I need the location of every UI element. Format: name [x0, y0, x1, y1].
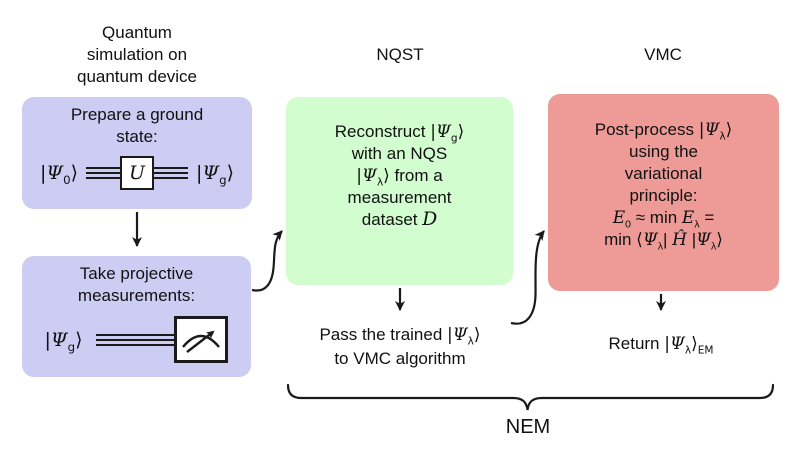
postprocess-line3: variational [624, 164, 703, 183]
postprocess-line4: principle: [629, 186, 698, 205]
projective-measurements-box: Take projective measurements: |Ψg⟩ [22, 256, 251, 377]
prepare-title-line1: Prepare a ground [70, 105, 204, 124]
column-title-nqst: NQST [376, 45, 424, 64]
measurement-gauge-icon [174, 316, 229, 363]
column-title-device-line2: simulation on [86, 45, 188, 64]
em-subscript: EM [697, 344, 714, 357]
pass-trained-line1: Pass the trained |Ψλ⟩ [319, 325, 481, 348]
measure-title: Take projective measurements: [22, 263, 251, 307]
pass-trained-line2: to VMC algorithm [334, 349, 466, 368]
postprocess-line6: min ⟨Ψλ| Ĥ |Ψλ⟩ [604, 230, 723, 253]
ket-psi-lambda-reconstruct: |Ψλ⟩ [356, 166, 390, 189]
qubit-wires-right [154, 167, 189, 179]
postprocess-line1: Post-process |Ψλ⟩ [594, 120, 733, 143]
measure-title-line1: Take projective [79, 264, 194, 283]
ket-psi-g: |Ψg⟩ [196, 162, 234, 187]
reconstruct-line3: |Ψλ⟩ from a [356, 166, 443, 189]
prepare-title-line2: state: [116, 127, 158, 146]
dataset-symbol: D [422, 209, 438, 230]
column-title-device-line1: Quantum [102, 23, 172, 42]
prepare-circuit: |Ψ0⟩ U |Ψg⟩ [22, 156, 252, 190]
nem-label: NEM [505, 416, 551, 438]
unitary-gate-label: U [129, 162, 146, 184]
hamiltonian-hat: Ĥ [672, 230, 687, 250]
ket-psi-g-reconstruct: |Ψg⟩ [430, 122, 465, 145]
postprocess-line2: using the [629, 142, 698, 161]
vmc-postprocess-box: Post-process |Ψλ⟩ using the variational … [548, 94, 779, 291]
curved-arrow-pass-to-vmc [510, 230, 545, 325]
return-label: Return |Ψλ⟩EM [608, 334, 714, 357]
pass-trained-label: Pass the trained |Ψλ⟩ to VMC algorithm [295, 323, 505, 370]
prepare-title: Prepare a ground state: [22, 104, 252, 148]
postprocess-line5: E0 ≈ min Eλ = [612, 208, 715, 231]
column-title-device-line3: quantum device [76, 67, 198, 86]
column-title-vmc: VMC [644, 45, 682, 64]
curved-arrow-measure-to-nqst [251, 230, 283, 292]
unitary-gate: U [120, 156, 155, 190]
prepare-ground-state-box: Prepare a ground state: |Ψ0⟩ U |Ψg⟩ [22, 97, 252, 209]
measure-circuit: |Ψg⟩ [22, 316, 251, 363]
ket-psi-lambda-pass: |Ψλ⟩ [447, 325, 481, 348]
qubit-wires-measure [96, 333, 175, 346]
measure-title-line2: measurements: [77, 286, 196, 305]
ket-psi-g-measure: |Ψg⟩ [44, 328, 83, 354]
column-title-device: Quantum simulation on quantum device [25, 22, 249, 88]
nem-brace [286, 383, 775, 411]
ket-psi-lambda-return: |Ψλ⟩EM [664, 334, 714, 357]
reconstruct-line1: Reconstruct |Ψg⟩ [334, 122, 465, 145]
reconstruct-line5: dataset D [361, 209, 438, 230]
ket-psi-0: |Ψ0⟩ [40, 162, 79, 187]
reconstruct-line4: measurement [347, 188, 452, 207]
ket-psi-lambda-post: |Ψλ⟩ [698, 120, 733, 143]
reconstruct-line2: with an NQS [351, 144, 448, 163]
qubit-wires-left [86, 167, 121, 179]
nqst-reconstruct-box: Reconstruct |Ψg⟩ with an NQS |Ψλ⟩ from a… [286, 97, 513, 285]
